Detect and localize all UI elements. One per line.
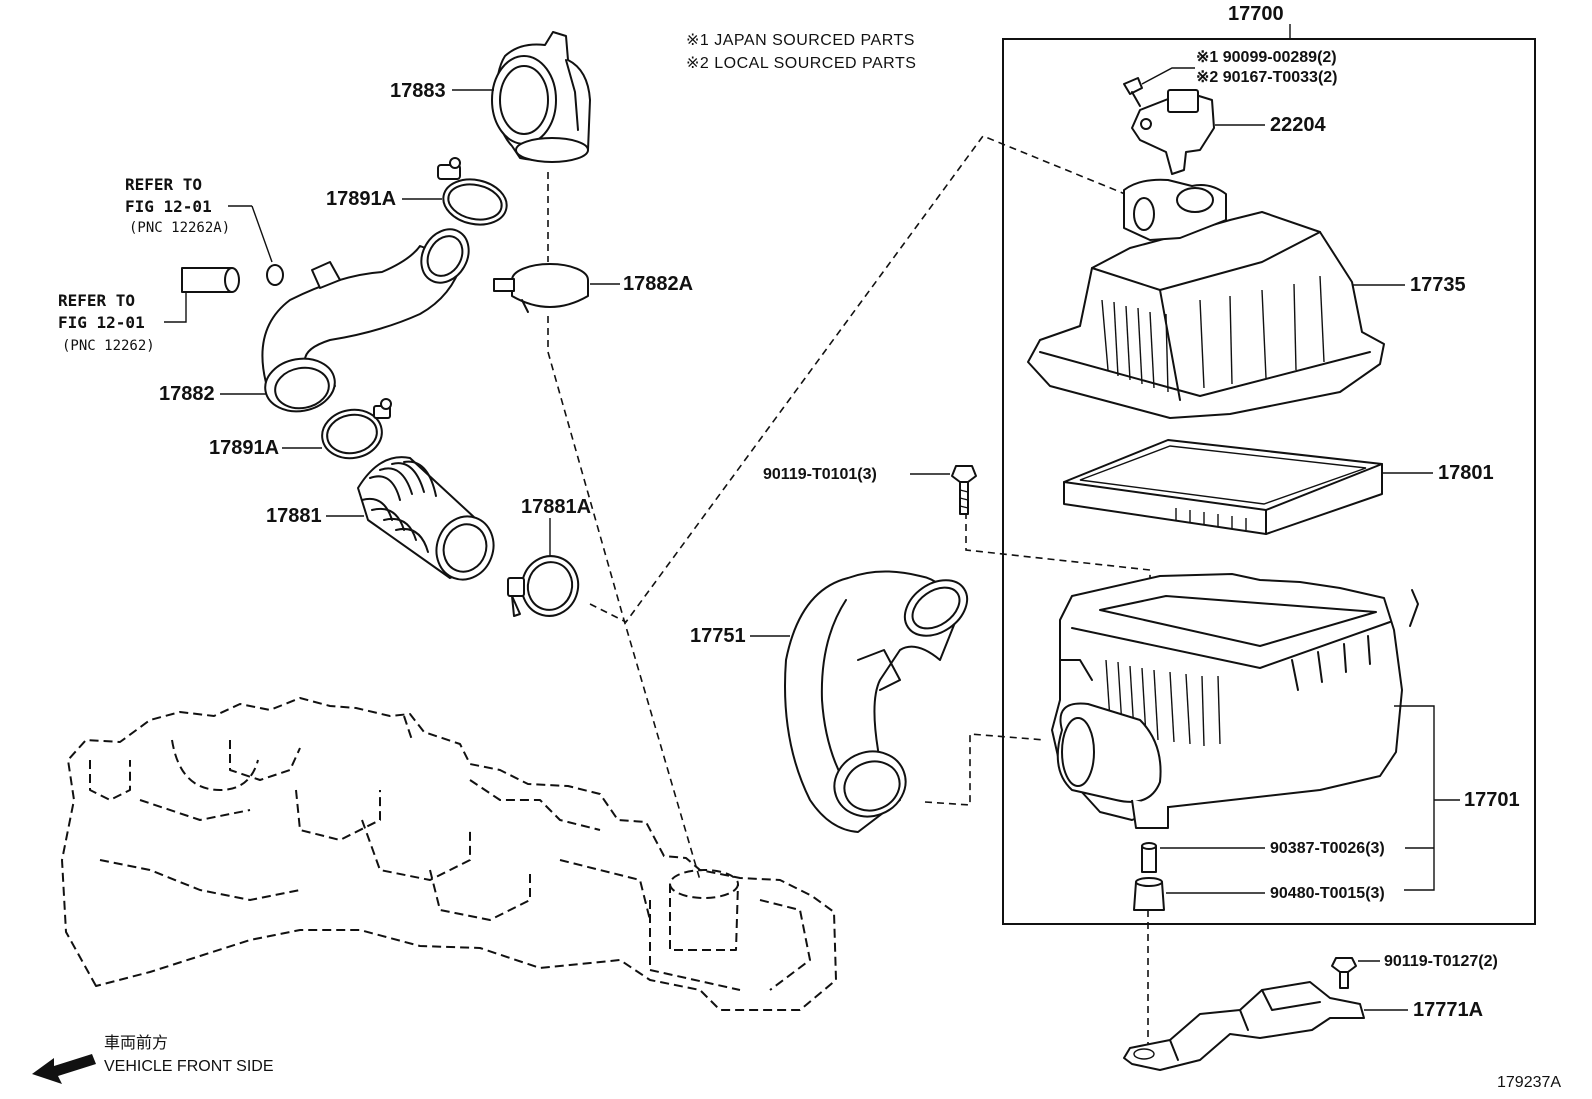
- part-17881A-clamp[interactable]: [507, 550, 585, 622]
- part-sensor-screw[interactable]: [1123, 77, 1143, 107]
- note-local-sourced: ※2 LOCAL SOURCED PARTS: [686, 55, 916, 72]
- ref-b-text: REFER TO FIG 12-01 (PNC 12262): [58, 291, 155, 354]
- callout-17735[interactable]: 17735: [1410, 274, 1466, 296]
- callout-17881A[interactable]: 17881A: [521, 496, 591, 518]
- callout-cushion-90480[interactable]: 90480-T0015(3): [1270, 885, 1385, 902]
- svg-text:REFER TO: REFER TO: [58, 291, 135, 310]
- svg-text:FIG 12-01: FIG 12-01: [58, 313, 145, 332]
- callout-bolt-90119-T0101[interactable]: 90119-T0101(3): [763, 466, 877, 483]
- callout-17801[interactable]: 17801: [1438, 462, 1494, 484]
- callout-17882[interactable]: 17882: [159, 383, 215, 405]
- part-17882-hose[interactable]: [261, 221, 478, 417]
- ref-a-text: REFER TO FIG 12-01 (PNC 12262A): [125, 175, 230, 236]
- callout-17891A-lower[interactable]: 17891A: [209, 437, 279, 459]
- part-17881-bellows[interactable]: [357, 456, 502, 588]
- part-17735-upper-case[interactable]: [1027, 178, 1385, 419]
- callout-22204[interactable]: 22204: [1270, 114, 1326, 136]
- svg-text:FIG 12-01: FIG 12-01: [125, 197, 212, 216]
- part-grommet-90387[interactable]: [1141, 842, 1157, 873]
- part-17771A-bracket[interactable]: [1123, 981, 1365, 1071]
- part-17701-lower-case[interactable]: [1051, 573, 1419, 829]
- callout-17700[interactable]: 17700: [1228, 3, 1284, 25]
- assembly-17700-frame: [1002, 38, 1536, 925]
- orientation-label-en: VEHICLE FRONT SIDE: [104, 1058, 274, 1075]
- part-cushion-90480[interactable]: [1133, 877, 1165, 911]
- svg-text:(PNC 12262): (PNC 12262): [62, 338, 155, 354]
- callout-17891A-upper[interactable]: 17891A: [326, 188, 396, 210]
- part-bolt-90119-T0127[interactable]: [1331, 957, 1357, 989]
- figure-id: 179237A: [1497, 1074, 1561, 1091]
- part-17801-filter[interactable]: [1063, 439, 1383, 535]
- svg-text:REFER TO: REFER TO: [125, 175, 202, 194]
- part-17751-duct[interactable]: [784, 569, 978, 833]
- part-22204-sensor[interactable]: [1131, 89, 1215, 175]
- part-17882A-clamp[interactable]: [493, 263, 589, 313]
- ref-b-pipe: [181, 267, 240, 293]
- callout-17883[interactable]: 17883: [390, 80, 446, 102]
- svg-text:(PNC 12262A): (PNC 12262A): [129, 220, 230, 236]
- orientation-label-jp: 車両前方: [104, 1034, 168, 1052]
- part-bolt-90119-T0101[interactable]: [951, 465, 977, 515]
- callout-17771A[interactable]: 17771A: [1413, 999, 1483, 1021]
- ref-a-grommet: [266, 264, 284, 286]
- vehicle-front-arrow-icon: [32, 1054, 96, 1084]
- part-17891A-lower-clamp[interactable]: [318, 398, 392, 463]
- callout-17882A[interactable]: 17882A: [623, 273, 693, 295]
- callout-17881[interactable]: 17881: [266, 505, 322, 527]
- callout-grommet-90387[interactable]: 90387-T0026(3): [1270, 840, 1385, 857]
- engine-phantom-outline: [61, 697, 837, 1011]
- callout-bolt-sensor-1[interactable]: ※1 90099-00289(2): [1196, 49, 1337, 66]
- part-17891A-upper-clamp[interactable]: [437, 157, 511, 230]
- callout-17701[interactable]: 17701: [1464, 789, 1520, 811]
- note-japan-sourced: ※1 JAPAN SOURCED PARTS: [686, 32, 915, 49]
- part-17883-elbow[interactable]: [491, 31, 591, 163]
- callout-bolt-90119-T0127[interactable]: 90119-T0127(2): [1384, 953, 1498, 970]
- callout-bolt-sensor-2[interactable]: ※2 90167-T0033(2): [1196, 69, 1338, 86]
- callout-17751[interactable]: 17751: [690, 625, 746, 647]
